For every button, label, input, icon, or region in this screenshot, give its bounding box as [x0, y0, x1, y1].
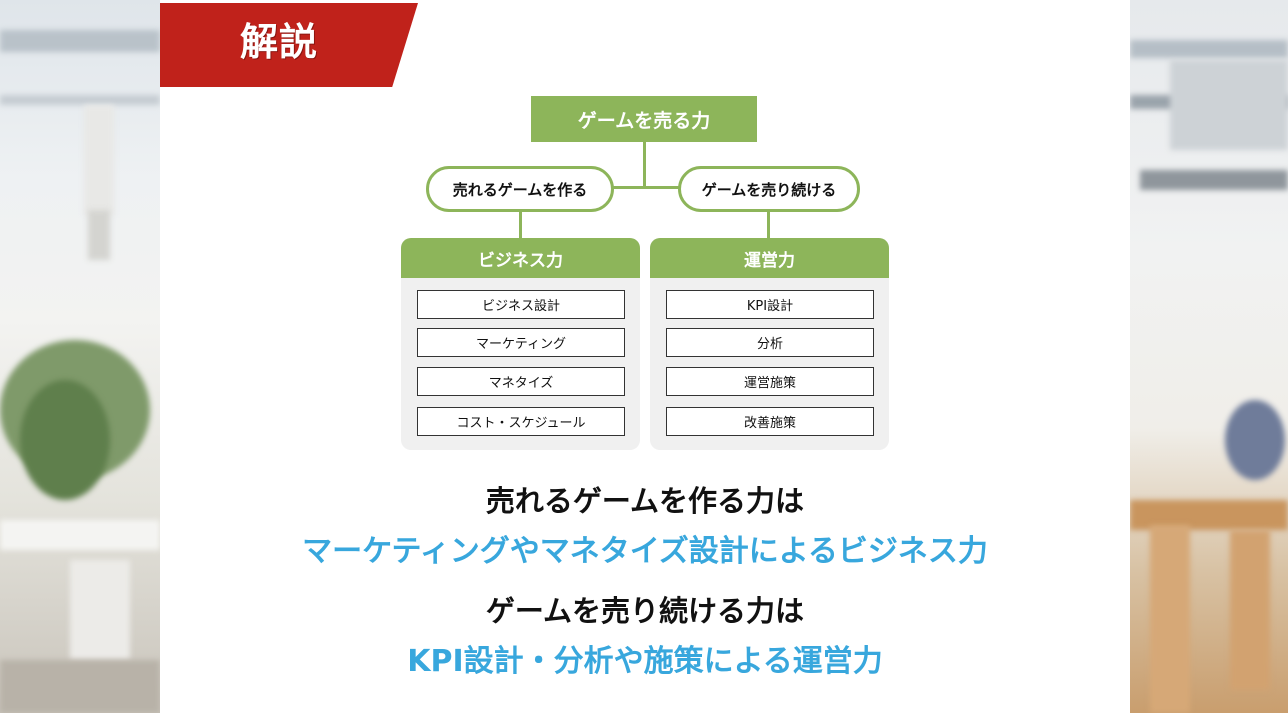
header-banner	[160, 3, 418, 87]
panel-business-item: マネタイズ	[417, 367, 625, 396]
connector-left-vertical	[519, 212, 522, 238]
panel-operations-item: KPI設計	[666, 290, 874, 319]
background-photo-right	[1130, 0, 1288, 713]
diagram-root-node: ゲームを売る力	[531, 96, 757, 142]
panel-business-item: コスト・スケジュール	[417, 407, 625, 436]
header-title: 解説	[240, 20, 319, 64]
summary-line-3: ゲームを売り続ける力は	[485, 594, 805, 628]
summary-line-4: KPI設計・分析や施策による運営力	[407, 644, 883, 679]
branch-node-sell: ゲームを売り続ける	[678, 166, 860, 212]
panel-operations-item: 運営施策	[666, 367, 874, 396]
panel-business-item: ビジネス設計	[417, 290, 625, 319]
panel-operations-item: 分析	[666, 328, 874, 357]
connector-root-vertical	[643, 142, 646, 188]
connector-horizontal	[612, 186, 680, 189]
branch-node-make: 売れるゲームを作る	[426, 166, 614, 212]
panel-operations-title: 運営力	[650, 238, 889, 278]
connector-right-vertical	[767, 212, 770, 238]
background-photo-left	[0, 0, 160, 713]
panel-business: ビジネス力 ビジネス設計 マーケティング マネタイズ コスト・スケジュール	[401, 238, 640, 450]
summary-line-2: マーケティングやマネタイズ設計によるビジネス力	[302, 534, 988, 569]
panel-operations-item: 改善施策	[666, 407, 874, 436]
panel-business-title: ビジネス力	[401, 238, 640, 278]
summary-line-1: 売れるゲームを作る力は	[485, 484, 805, 518]
panel-operations: 運営力 KPI設計 分析 運営施策 改善施策	[650, 238, 889, 450]
panel-business-item: マーケティング	[417, 328, 625, 357]
